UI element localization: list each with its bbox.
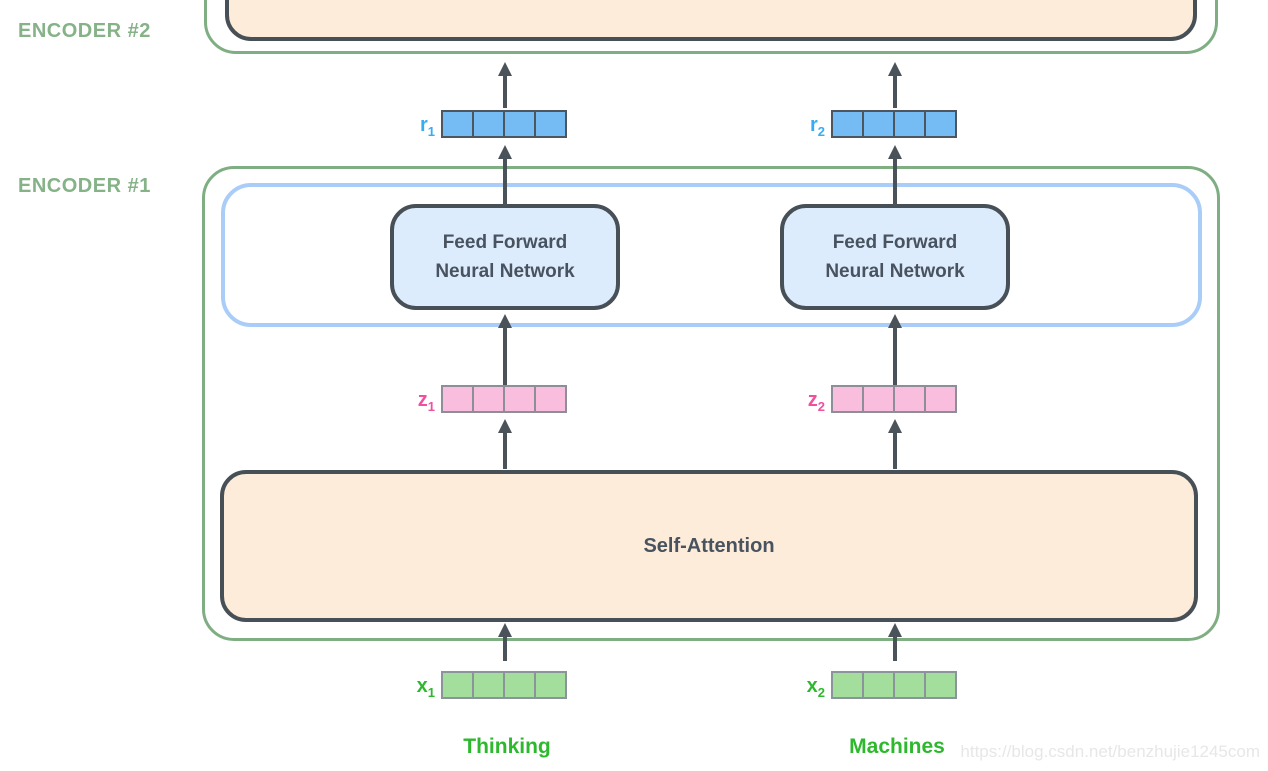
vector-r2-label: r2 bbox=[791, 111, 825, 146]
vector-cell bbox=[862, 385, 895, 413]
encoder1-box bbox=[202, 166, 1220, 641]
arrow-shaft bbox=[893, 328, 897, 386]
arrow-head-icon bbox=[498, 314, 512, 328]
arrow-head-icon bbox=[498, 623, 512, 637]
vector-cell bbox=[831, 385, 864, 413]
vector-cell bbox=[534, 385, 567, 413]
vector-label-sub: 1 bbox=[427, 685, 435, 700]
vector-cell bbox=[534, 110, 567, 138]
arrow-shaft bbox=[893, 433, 897, 469]
vector-cell bbox=[503, 671, 536, 699]
vector-cell bbox=[831, 110, 864, 138]
vector-label-sub: 1 bbox=[427, 124, 435, 139]
arrow-r1-to-encoder2 bbox=[497, 62, 513, 108]
vector-cell bbox=[472, 385, 505, 413]
vector-z2 bbox=[831, 385, 957, 413]
arrow-head-icon bbox=[888, 623, 902, 637]
vector-cell bbox=[862, 110, 895, 138]
vector-cell bbox=[924, 385, 957, 413]
vector-cell bbox=[503, 385, 536, 413]
vector-cell bbox=[472, 671, 505, 699]
arrow-attn-to-z1 bbox=[497, 419, 513, 469]
arrow-head-icon bbox=[498, 145, 512, 159]
ffnn-text-line1: Feed Forward bbox=[442, 231, 568, 253]
vector-cell bbox=[441, 385, 474, 413]
vector-label-sub: 2 bbox=[817, 124, 825, 139]
vector-cell bbox=[503, 110, 536, 138]
ffnn-container-box bbox=[221, 183, 1202, 327]
encoder1-label: ENCODER #1 bbox=[18, 175, 151, 197]
arrow-shaft bbox=[503, 433, 507, 469]
vector-label-base: x bbox=[416, 675, 428, 697]
encoder2-box bbox=[204, 0, 1218, 54]
arrow-shaft bbox=[503, 637, 507, 661]
vector-r1 bbox=[441, 110, 567, 138]
arrow-head-icon bbox=[888, 62, 902, 76]
vector-cell bbox=[441, 671, 474, 699]
encoder2-self-attention-box bbox=[225, 0, 1197, 41]
vector-x2-label: x2 bbox=[791, 672, 825, 707]
arrow-head-icon bbox=[498, 62, 512, 76]
input-word-2: Machines bbox=[849, 735, 945, 758]
vector-x1 bbox=[441, 671, 567, 699]
vector-label-base: z bbox=[417, 389, 428, 411]
arrow-head-icon bbox=[498, 419, 512, 433]
arrow-head-icon bbox=[888, 145, 902, 159]
arrow-x2-to-attn bbox=[887, 623, 903, 661]
ffnn-text-line2: Neural Network bbox=[825, 261, 965, 282]
encoder2-label: ENCODER #2 bbox=[18, 20, 151, 42]
vector-cell bbox=[534, 671, 567, 699]
arrow-attn-to-z2 bbox=[887, 419, 903, 469]
vector-label-base: r bbox=[419, 114, 428, 136]
ffnn-text-line2: Neural Network bbox=[435, 261, 575, 282]
vector-r2 bbox=[831, 110, 957, 138]
arrow-r2-to-encoder2 bbox=[887, 62, 903, 108]
arrow-shaft bbox=[893, 159, 897, 206]
arrow-shaft bbox=[503, 159, 507, 206]
input-word-1: Thinking bbox=[463, 735, 551, 758]
arrow-shaft bbox=[503, 76, 507, 108]
arrow-head-icon bbox=[888, 419, 902, 433]
arrow-shaft bbox=[503, 328, 507, 386]
vector-label-sub: 1 bbox=[427, 399, 435, 414]
vector-label-base: z bbox=[807, 389, 818, 411]
arrow-x1-to-attn bbox=[497, 623, 513, 661]
ffnn-text-line1: Feed Forward bbox=[832, 231, 958, 253]
vector-z2-label: z2 bbox=[791, 386, 825, 421]
arrow-z1-to-ffnn1 bbox=[497, 314, 513, 386]
arrow-z2-to-ffnn2 bbox=[887, 314, 903, 386]
vector-cell bbox=[862, 671, 895, 699]
vector-cell bbox=[441, 110, 474, 138]
vector-label-sub: 2 bbox=[817, 685, 825, 700]
arrow-ffnn1-to-r1 bbox=[497, 145, 513, 206]
ffnn-box-2: Feed Forward Neural Network bbox=[780, 204, 1010, 310]
vector-cell bbox=[924, 671, 957, 699]
vector-z1-label: z1 bbox=[401, 386, 435, 421]
vector-cell bbox=[893, 671, 926, 699]
vector-x2 bbox=[831, 671, 957, 699]
self-attention-label: Self-Attention bbox=[643, 534, 775, 557]
arrow-shaft bbox=[893, 637, 897, 661]
vector-cell bbox=[893, 385, 926, 413]
vector-cell bbox=[831, 671, 864, 699]
arrow-head-icon bbox=[888, 314, 902, 328]
vector-cell bbox=[472, 110, 505, 138]
vector-label-sub: 2 bbox=[817, 399, 825, 414]
arrow-shaft bbox=[893, 76, 897, 108]
vector-r1-label: r1 bbox=[401, 111, 435, 146]
vector-label-base: x bbox=[806, 675, 818, 697]
arrow-ffnn2-to-r2 bbox=[887, 145, 903, 206]
vector-label-base: r bbox=[809, 114, 818, 136]
watermark-url: https://blog.csdn.net/benzhujie1245com bbox=[960, 742, 1260, 761]
vector-cell bbox=[893, 110, 926, 138]
self-attention-box: Self-Attention bbox=[220, 470, 1198, 622]
vector-x1-label: x1 bbox=[401, 672, 435, 707]
ffnn-box-1: Feed Forward Neural Network bbox=[390, 204, 620, 310]
vector-cell bbox=[924, 110, 957, 138]
vector-z1 bbox=[441, 385, 567, 413]
